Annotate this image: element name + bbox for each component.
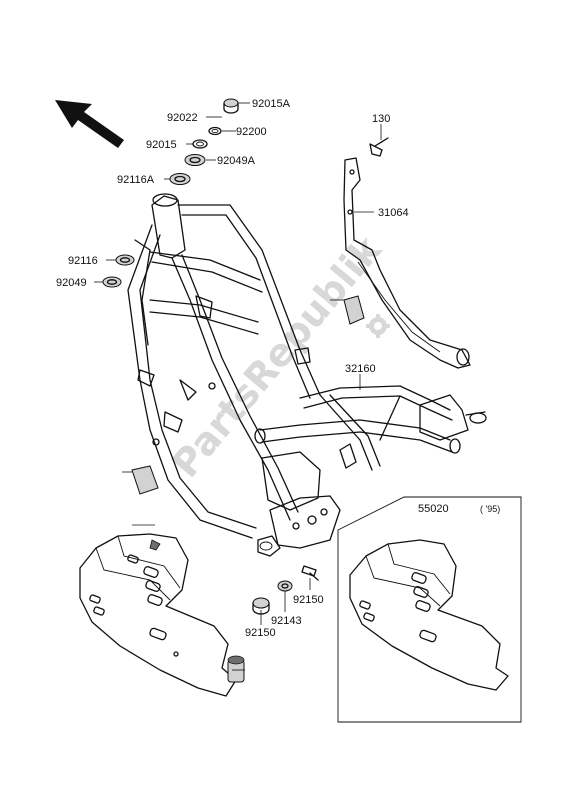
label-92015A: 92015A <box>252 98 291 110</box>
label-31064: 31064 <box>378 207 409 219</box>
skid-plate <box>79 533 237 697</box>
skid-plate-55020-box <box>337 496 522 723</box>
damper-92143 <box>277 580 293 592</box>
watermark: PartsRepublik <box>163 227 390 486</box>
leader-lines <box>94 102 382 671</box>
bearing-stack <box>102 98 239 288</box>
front-direction-arrow-icon <box>55 100 124 148</box>
rear-frame-31064 <box>343 137 471 369</box>
label-92116: 92116 <box>68 255 98 267</box>
rubber-pad-top <box>343 295 365 325</box>
label-92200: 92200 <box>236 126 267 138</box>
label-92049A: 92049A <box>217 155 256 167</box>
label-year: ( '95) <box>480 504 500 514</box>
gear-icon <box>366 314 390 338</box>
label-92150-left: 92150 <box>245 627 276 639</box>
label-55020: 55020 <box>418 503 449 515</box>
bolt-92150 <box>301 565 319 581</box>
collar-92150-left <box>252 597 270 615</box>
label-92022: 92022 <box>167 112 198 124</box>
label-130: 130 <box>372 113 390 125</box>
part-labels: 92015A 92022 92200 92015 92049A 92116A 9… <box>56 98 500 639</box>
label-32160: 32160 <box>345 363 376 375</box>
label-92116A: 92116A <box>117 174 155 186</box>
label-92143: 92143 <box>271 615 302 627</box>
rubber-pad-left <box>131 465 159 495</box>
main-frame <box>127 193 487 557</box>
bushing <box>227 655 245 683</box>
label-92150-right: 92150 <box>293 594 324 606</box>
label-92049: 92049 <box>56 277 87 289</box>
label-92015: 92015 <box>146 139 177 151</box>
